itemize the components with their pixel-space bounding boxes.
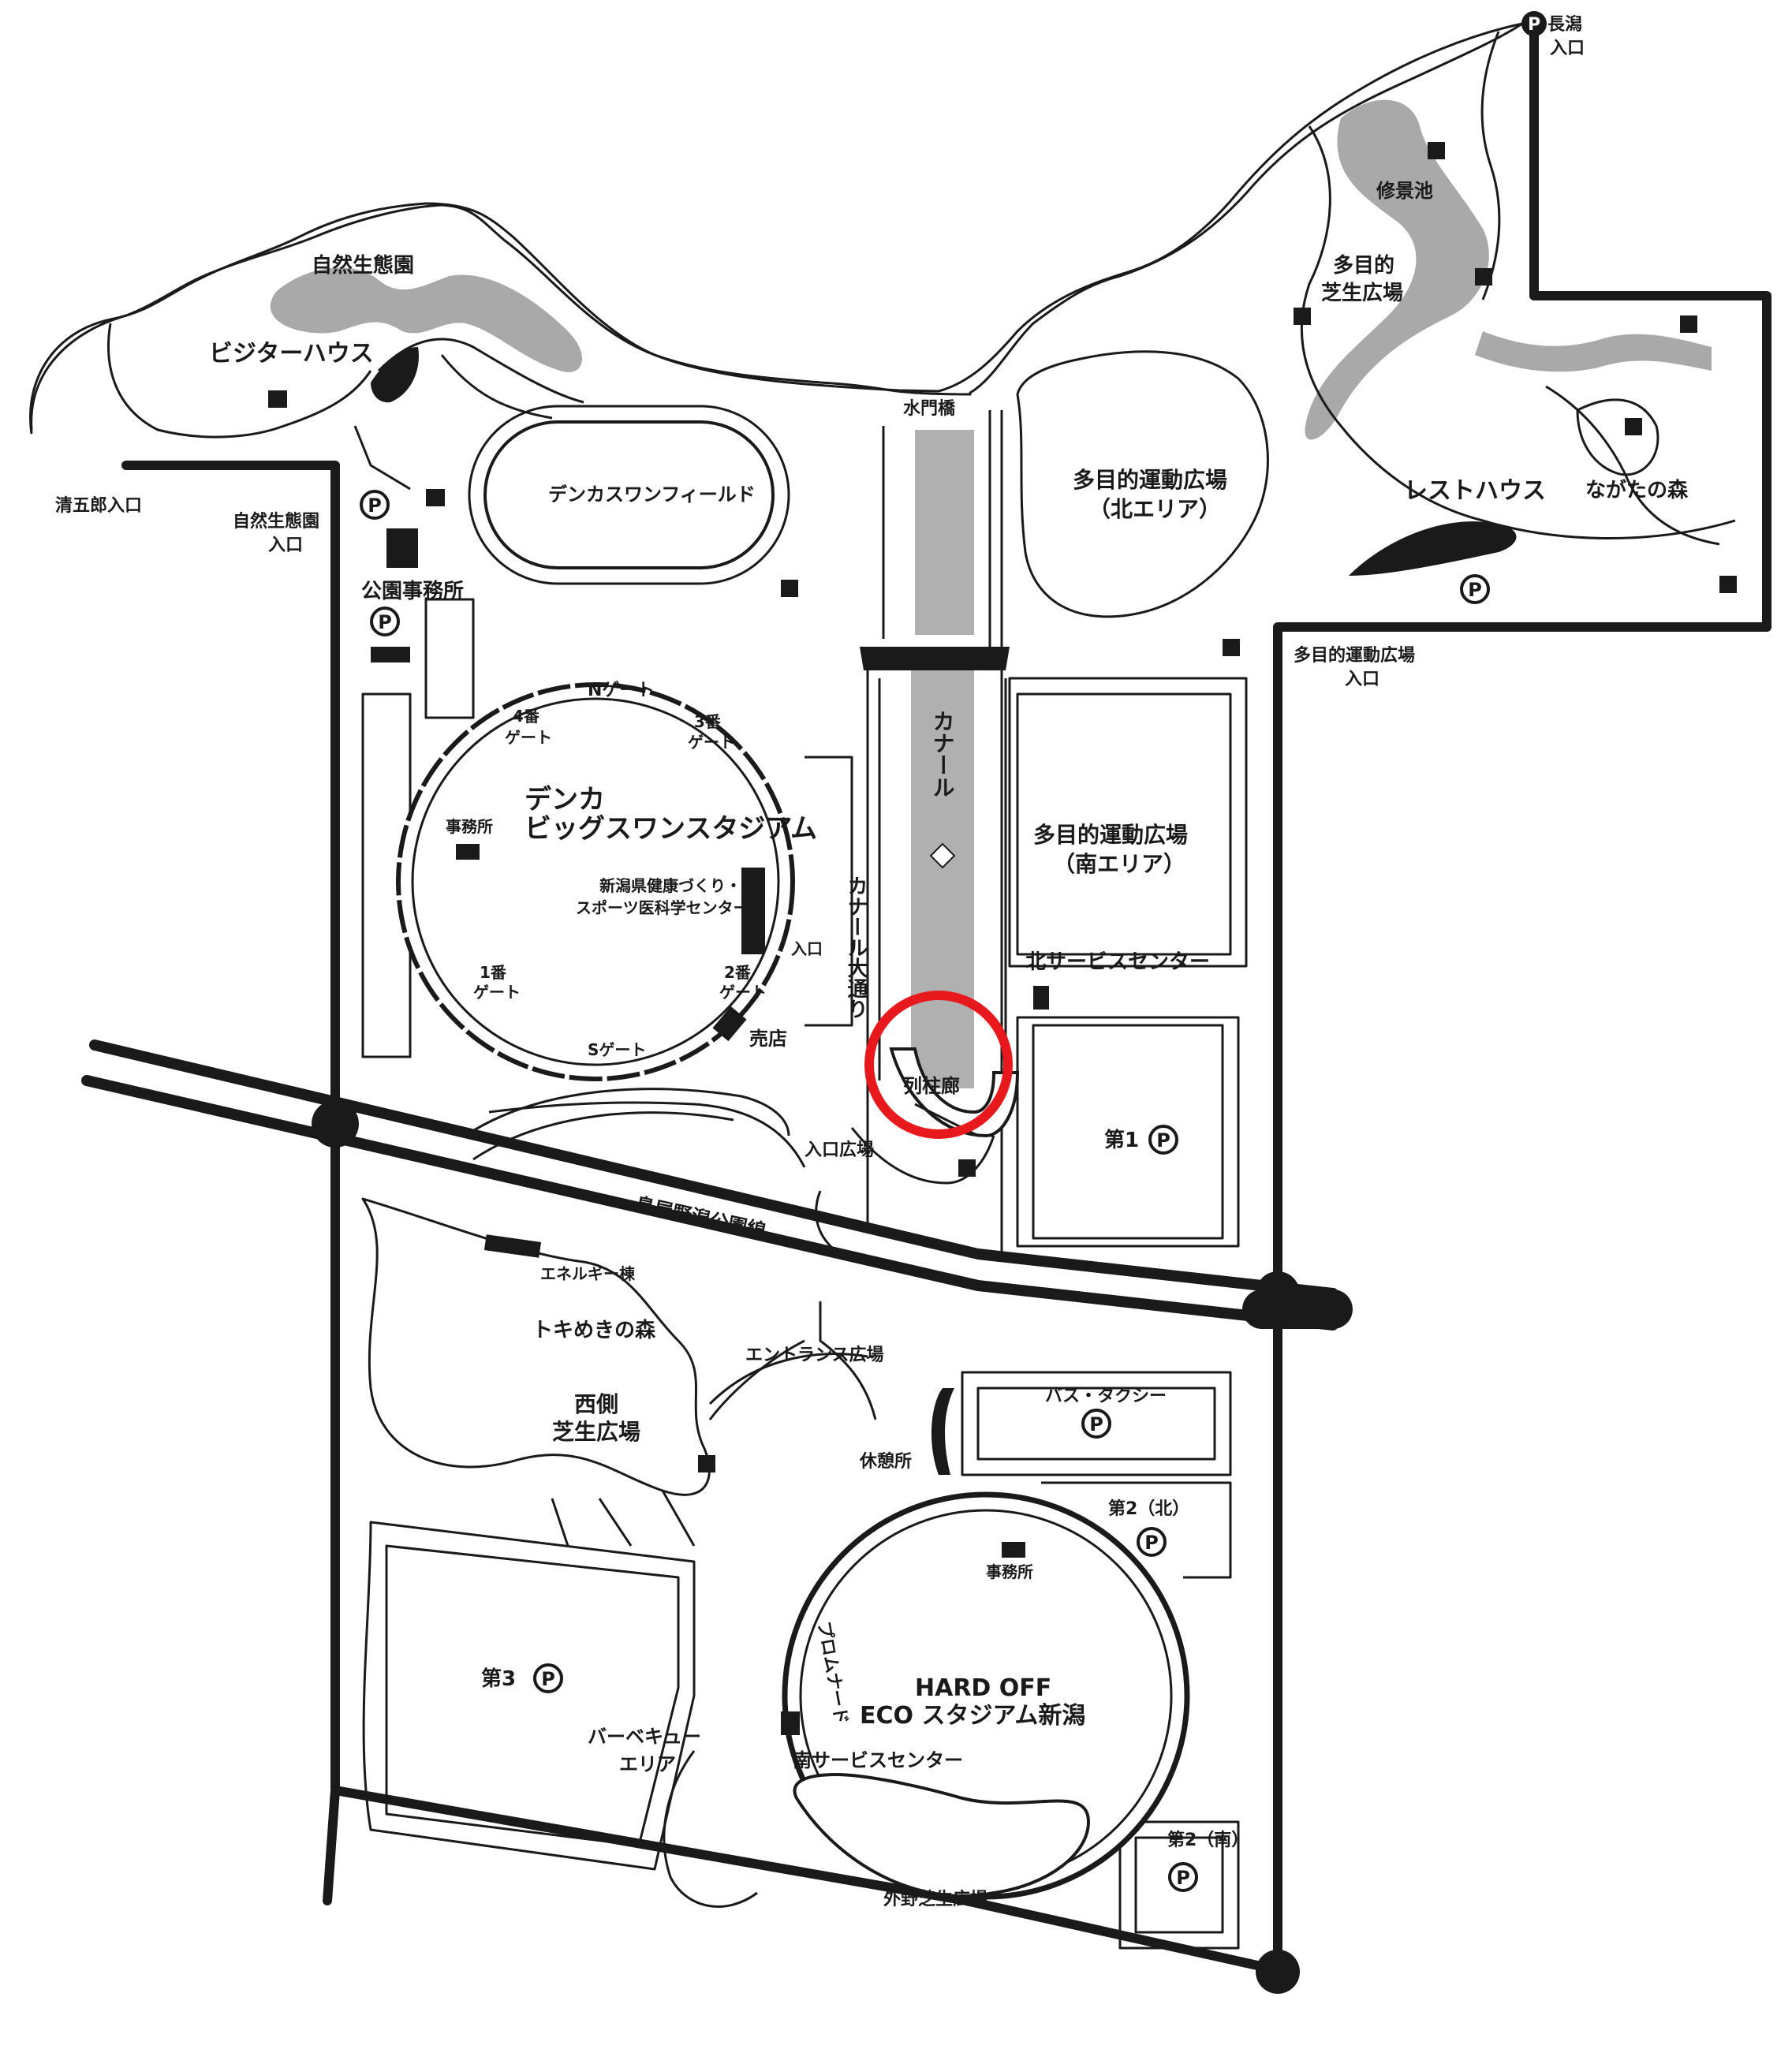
label-parking-1: 第1 [1104,1128,1139,1152]
label-gate-1: 1番 [480,963,507,982]
label-north-service: 北サービスセンター [1025,950,1210,974]
label-gate-s: Sゲート [588,1040,646,1059]
label-nagata-entrance: 長潟 [1547,15,1582,35]
highway [81,1039,1353,1331]
label-gate-1-2: ゲート [473,983,521,1002]
big-swan-stadium [396,682,795,1081]
junction-east [1256,1271,1300,1316]
label-nagata-forest: ながたの森 [1585,478,1689,502]
label-outfield-lawn: 外野芝生広場 [883,1889,987,1909]
label-energy-building: エネルギー棟 [540,1264,636,1283]
junction-south [1256,1950,1300,1994]
parking-icon: P [360,490,390,520]
parking-icon: P [533,1663,563,1693]
label-stadium-2: ビッグスワンスタジアム [525,813,817,845]
parking-icon: P [1521,11,1547,36]
label-canal-avenue: カナール大通り [844,875,868,1019]
label-parking-2n: 第2（北） [1108,1499,1189,1519]
label-south-service: 南サービスセンター [793,1749,963,1771]
parking-letter: P [1156,1129,1170,1151]
parking-letter: P [378,611,392,633]
label-nagata-entrance-2: 入口 [1550,39,1585,58]
label-multipurpose-lawn-2: 芝生広場 [1321,281,1403,305]
label-shukei-pond: 修景池 [1376,180,1433,202]
label-field-north: 多目的運動広場 [1073,467,1227,493]
internal-paths [107,31,1736,1950]
label-rest-house: レストハウス [1404,477,1546,505]
label-health-center-2: スポーツ医科学センター [576,898,749,917]
label-nature-garden-entrance-2: 入口 [268,536,303,555]
eco-stadium [782,1491,1190,1900]
label-field-north-2: （北エリア） [1088,496,1221,522]
label-field-entrance-2: 入口 [1345,670,1379,689]
label-gate-3: 3番 [694,712,722,731]
south-arc [465,1088,790,1161]
parking-icon: P [1168,1862,1198,1892]
label-parking-3: 第3 [481,1667,516,1691]
ponds [270,99,1712,440]
label-visitor-house: ビジターハウス [209,340,374,368]
label-west-lawn-2: 芝生広場 [552,1419,640,1445]
label-gate-2-2: ゲート [719,983,767,1002]
junction-west [312,1100,359,1148]
parking-icon: P [370,607,400,636]
label-park-office: 公園事務所 [361,580,464,603]
denka-swan-field [468,405,790,585]
parking-letter: P [368,495,382,517]
parking-letter: P [1528,15,1540,35]
label-health-center: 新潟県健康づくり・ [599,876,741,895]
label-bbq-2: エリア [619,1753,676,1775]
label-eco-office: 事務所 [986,1562,1033,1581]
label-entrance-small: 入口 [791,939,823,958]
label-bbq: バーベキュー [588,1726,701,1748]
label-stadium-office: 事務所 [446,817,493,836]
label-shop: 売店 [749,1028,787,1050]
label-field-entrance: 多目的運動広場 [1294,645,1415,666]
parking-letter: P [1468,579,1482,601]
label-denka-swan-field: デンカスワンフィールド [548,483,756,506]
parking-letter: P [541,1668,555,1690]
parking-icons: P P P P P P P P P [360,11,1547,1892]
parking-icon: P [1137,1527,1167,1557]
label-bus-taxi: バス・タクシー [1045,1387,1167,1406]
label-parking-2s: 第2（南） [1167,1830,1249,1850]
canal [860,426,1010,1088]
small-buildings [268,142,1737,1735]
label-rest-area: 休憩所 [859,1451,912,1472]
label-gate-n: Nゲート [588,681,654,700]
label-colonnade: 列柱廊 [903,1075,960,1097]
black-shapes [371,347,1517,1475]
labels: 長潟 入口 修景池 多目的 芝生広場 自然生態園 ビジターハウス 水門橋 清五郎… [55,15,1689,1909]
label-field-south-2: （南エリア） [1053,851,1185,877]
label-gate-2: 2番 [724,963,752,982]
parking-letter: P [1089,1413,1103,1435]
label-gate-3-2: ゲート [688,733,735,752]
parking-icon: P [1081,1409,1111,1439]
label-nature-garden: 自然生態園 [312,253,414,278]
label-eco-stadium-2: ECO スタジアム新潟 [860,1702,1085,1730]
label-west-lawn: 西側 [574,1391,618,1417]
label-eco-stadium: HARD OFF [915,1674,1051,1702]
parking-letter: P [1176,1867,1190,1889]
label-canal: カナール [930,710,956,798]
parking-icon: P [1148,1125,1178,1155]
label-entrance-plaza2: エントランス広場 [745,1345,884,1365]
parking-icon: P [1460,574,1490,604]
label-gate-4-2: ゲート [505,728,552,747]
label-gate-4: 4番 [513,707,540,726]
label-stadium: デンカ [525,784,605,816]
label-field-south: 多目的運動広場 [1033,822,1188,848]
label-multipurpose-lawn: 多目的 [1333,253,1394,278]
label-nature-garden-entrance: 自然生態園 [233,511,319,532]
label-seigoro-entrance: 清五郎入口 [55,495,142,516]
north-edge [29,22,1523,435]
highlight-circle [864,991,1013,1139]
label-entrance-plaza: 入口広場 [805,1140,874,1160]
label-tokimeki-forest: トキめきの森 [532,1319,656,1342]
parking-letter: P [1144,1532,1159,1554]
label-suimon-bridge: 水門橋 [903,399,956,419]
